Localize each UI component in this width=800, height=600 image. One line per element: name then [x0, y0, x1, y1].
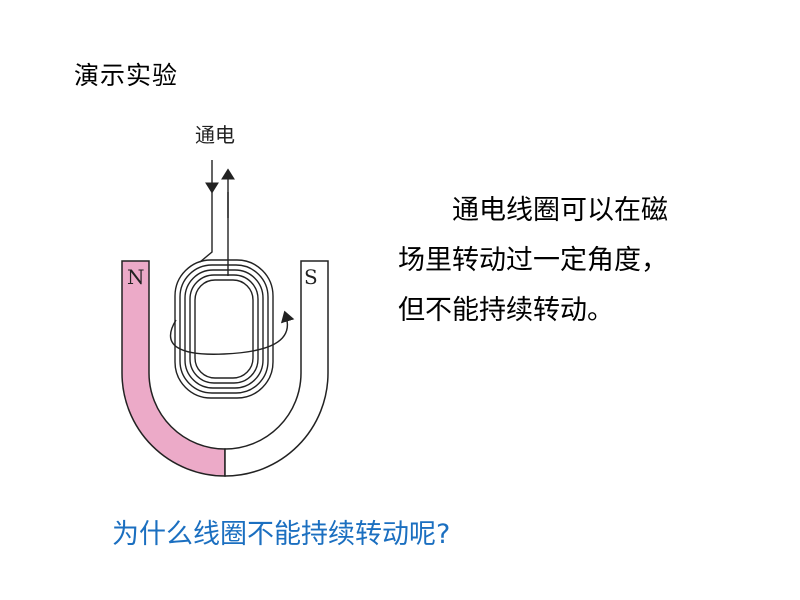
magnet-south-pole: [224, 260, 329, 477]
coil-in-magnetic-field-diagram: 通电 N S: [121, 123, 329, 477]
rotation-arrow-icon: [169, 310, 295, 355]
south-pole-label: S: [304, 265, 318, 289]
north-pole-label: N: [127, 265, 145, 289]
question-text: 为什么线圈不能持续转动呢?: [112, 519, 451, 550]
lead-wire-in: [199, 192, 213, 263]
slide-title: 演示实验: [74, 61, 179, 90]
experiment-description: 通电线圈可以在磁 场里转动过一定角度， 但不能持续转动。: [398, 186, 728, 336]
current-label: 通电: [195, 123, 235, 147]
magnet-north-pole: [121, 260, 226, 477]
description-line-3: 但不能持续转动。: [398, 295, 614, 326]
description-line-2: 场里转动过一定角度，: [398, 245, 668, 276]
coil: [174, 259, 274, 399]
description-line-1: 通电线圈可以在磁: [452, 195, 668, 226]
